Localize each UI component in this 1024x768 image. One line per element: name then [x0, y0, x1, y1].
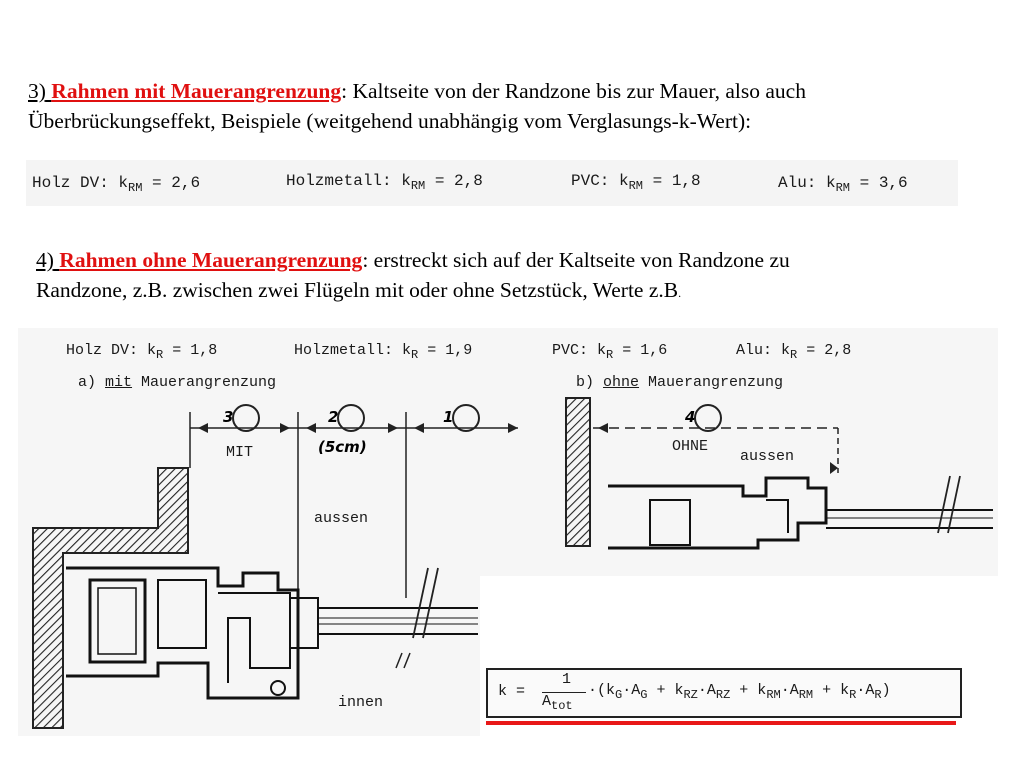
frame-drawing — [32, 397, 993, 729]
figure-a-caption: a) mit Mauerangrenzung — [78, 374, 277, 391]
rm-values-strip: Holz DV: kRM = 2,6 Holzmetall: kRM = 2,8… — [26, 160, 958, 206]
section-4-text-line2: Randzone, z.B. zwischen zwei Flügeln mit… — [36, 278, 679, 302]
formula-denominator: Atot — [542, 693, 573, 713]
zone-2-label: 2 — [328, 408, 339, 426]
zone-5cm-label: (5cm) — [318, 438, 367, 456]
formula-k-eq: k = — [498, 683, 526, 700]
formula-box: k = 1 Atot ·(kG·AG + kRZ·ARZ + kRM·ARM +… — [486, 668, 962, 718]
formula-terms: ·(kG·AG + kRZ·ARZ + kRM·ARM + kR·AR) — [588, 682, 891, 702]
frame-profile-a — [66, 566, 478, 700]
section-3-paragraph: 3) Rahmen mit Mauerangrenzung: Kaltseite… — [28, 76, 988, 136]
wall-hatch-b — [565, 397, 591, 547]
zone-1-circle — [452, 404, 480, 432]
section-3-number: 3) — [28, 79, 46, 103]
zone-4-label: 4 — [685, 408, 696, 426]
section-4-paragraph: 4) Rahmen ohne Mauerangrenzung: erstreck… — [36, 245, 996, 308]
rm-value-holz: Holz DV: kRM = 2,6 — [32, 174, 201, 196]
rm-value-alu: Alu: kRM = 3,6 — [778, 174, 908, 196]
section-4-text-line1: : erstreckt sich auf der Kaltseite von R… — [362, 248, 790, 272]
section-4-number: 4) — [36, 248, 54, 272]
section-4-dot: . — [678, 286, 682, 300]
r-value-holz: Holz DV: kR = 1,8 — [66, 342, 218, 362]
zone-3-circle — [232, 404, 260, 432]
r-value-holzmetall: Holzmetall: kR = 1,9 — [294, 342, 473, 362]
section-3-text-line2: Überbrückungseffekt, Beispiele (weitgehe… — [28, 109, 752, 133]
r-value-pvc: PVC: kR = 1,6 — [552, 342, 668, 362]
figure-scan: Holz DV: kR = 1,8 Holzmetall: kR = 1,9 P… — [18, 328, 998, 736]
frame-profile-b — [608, 476, 993, 550]
figure-b-caption: b) ohne Mauerangrenzung — [576, 374, 784, 391]
zone-3-label: 3 — [223, 408, 234, 426]
zone-2-circle — [337, 404, 365, 432]
formula-red-underline — [486, 721, 956, 725]
zone-mit-label: MIT — [226, 444, 254, 461]
zone-4-circle — [694, 404, 722, 432]
section-4-title: Rahmen ohne Mauerangrenzung — [59, 248, 363, 272]
wall-hatch-a — [32, 467, 189, 729]
r-value-alu: Alu: kR = 2,8 — [736, 342, 852, 362]
figure-a-aussen: aussen — [314, 510, 369, 527]
formula-numerator: 1 — [562, 671, 572, 688]
figure-b-aussen: aussen — [740, 448, 795, 465]
figure-b-ohne: OHNE — [672, 438, 709, 455]
section-3-title: Rahmen mit Mauerangrenzung — [51, 79, 342, 103]
rm-value-pvc: PVC: kRM = 1,8 — [571, 172, 701, 194]
zone-1-label: 1 — [443, 408, 454, 426]
section-3-text-line1: : Kaltseite von der Randzone bis zur Mau… — [341, 79, 806, 103]
figure-a-innen: innen — [338, 694, 384, 711]
formula-fraction-bar — [542, 692, 586, 693]
rm-value-holzmetall: Holzmetall: kRM = 2,8 — [286, 172, 483, 194]
